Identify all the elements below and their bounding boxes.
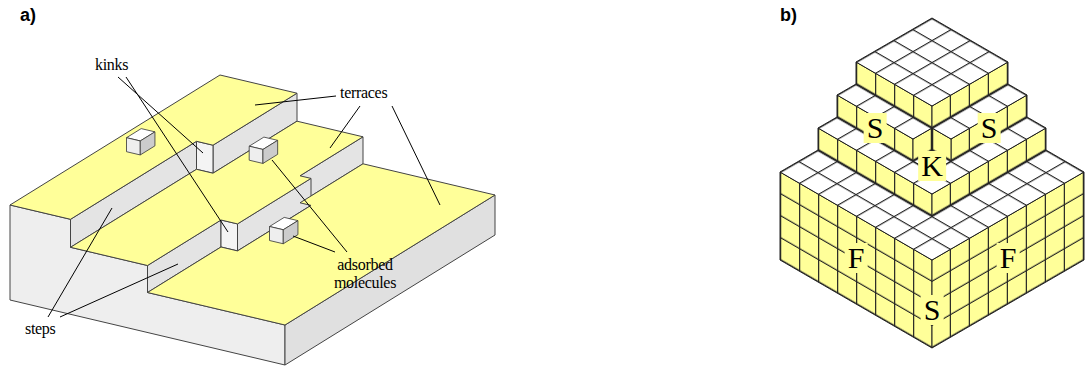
leader-line xyxy=(255,96,336,105)
leader-line xyxy=(48,208,112,317)
part-label: adsorbed molecules xyxy=(322,256,408,291)
label-anchor: S xyxy=(921,295,944,325)
adsorbed-cube xyxy=(127,129,155,155)
leader-line xyxy=(392,106,440,205)
label-anchor: a) xyxy=(20,6,36,26)
adsorbed-cube xyxy=(270,217,298,243)
leader-line xyxy=(272,160,347,252)
surface-slab xyxy=(10,75,495,365)
leader-line xyxy=(330,106,360,148)
site-letter: K xyxy=(918,151,946,181)
leader-line xyxy=(126,77,228,232)
leader-lines xyxy=(48,77,440,317)
label-anchor: b) xyxy=(780,6,797,26)
part-label: kinks xyxy=(95,56,128,74)
label-anchor: kinks xyxy=(95,56,128,74)
leader-line xyxy=(293,236,335,252)
label-anchor: S xyxy=(864,113,887,143)
cube-tops xyxy=(856,18,1008,106)
site-letter: S xyxy=(978,113,1001,143)
site-letter: S xyxy=(921,295,944,325)
site-letter: F xyxy=(845,243,868,273)
label-anchor: S xyxy=(978,113,1001,143)
label-anchor: F xyxy=(845,243,868,273)
leader-line xyxy=(118,77,203,153)
label-anchor: K xyxy=(918,151,946,181)
label-anchor: steps xyxy=(25,320,56,338)
label-anchor: adsorbed molecules xyxy=(322,256,408,291)
label-anchor: terraces xyxy=(340,84,387,102)
part-label: terraces xyxy=(340,84,387,102)
leader-line xyxy=(60,264,178,317)
site-letter: S xyxy=(864,113,887,143)
panel-label: a) xyxy=(20,6,36,26)
part-label: steps xyxy=(25,320,56,338)
kink-face xyxy=(197,141,214,173)
site-letter: F xyxy=(997,243,1020,273)
kossel-crystal xyxy=(780,18,1084,348)
panel-label: b) xyxy=(780,6,797,26)
label-anchor: F xyxy=(997,243,1020,273)
adsorbed-cube xyxy=(249,137,277,163)
